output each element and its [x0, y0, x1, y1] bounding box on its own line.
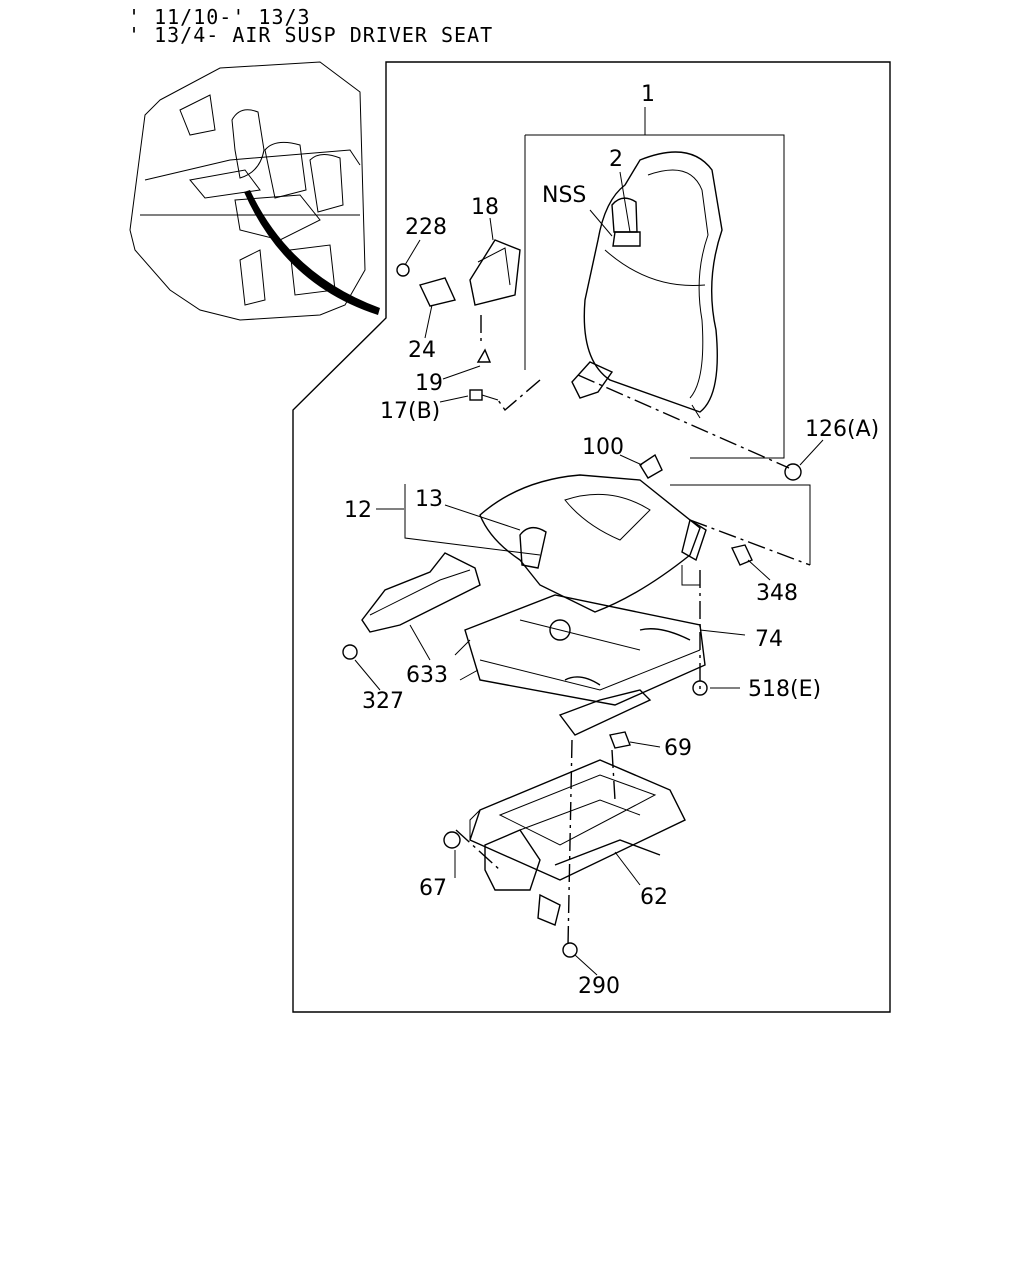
callout-1: 1 [641, 82, 655, 107]
callout-nss: NSS [542, 183, 586, 208]
callout-labels: 1 2 NSS 18 228 24 19 17(B) 126(A) 100 12… [344, 82, 879, 999]
suspension-base-assembly [469, 759, 686, 926]
cab-inset-illustration [129, 61, 380, 321]
callout-24: 24 [408, 338, 436, 363]
model-years-line: ' 11/10-' 13/3 [128, 5, 311, 29]
callout-62: 62 [640, 885, 668, 910]
callout-633: 633 [406, 663, 448, 688]
seat-cushion-assembly [404, 474, 707, 613]
diagram-frame [292, 61, 891, 1013]
callout-12: 12 [344, 498, 372, 523]
hardware-parts [342, 239, 802, 958]
callout-126a: 126(A) [805, 417, 879, 442]
callout-13: 13 [415, 487, 443, 512]
side-bracket-part [361, 552, 481, 633]
callout-228: 228 [405, 215, 447, 240]
diagram-title: ' 13/4- AIR SUSP DRIVER SEAT [128, 23, 494, 47]
callout-327: 327 [362, 689, 404, 714]
callout-17b: 17(B) [380, 399, 440, 424]
alignment-lines [455, 315, 811, 946]
leader-lines [354, 107, 824, 976]
callout-518e: 518(E) [748, 677, 821, 702]
callout-290: 290 [578, 974, 620, 999]
callout-74: 74 [755, 627, 783, 652]
callout-69: 69 [664, 736, 692, 761]
callout-19: 19 [415, 371, 443, 396]
callout-100: 100 [582, 435, 624, 460]
callout-348: 348 [756, 581, 798, 606]
callout-2: 2 [609, 147, 623, 172]
seat-slide-rail-assembly [454, 594, 706, 736]
callout-18: 18 [471, 195, 499, 220]
seat-back-assembly [524, 134, 785, 459]
callout-67: 67 [419, 876, 447, 901]
